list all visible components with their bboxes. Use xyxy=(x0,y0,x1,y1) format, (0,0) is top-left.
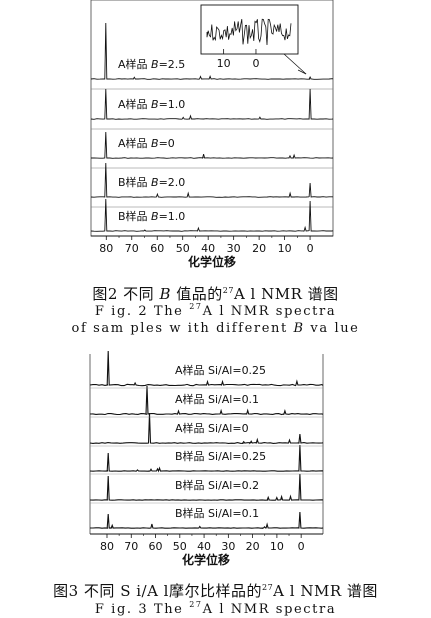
fig3-series-label: B样品 Si/Al=0.2 xyxy=(175,478,259,492)
fig2-inset-tick-label: 10 xyxy=(217,57,231,70)
fig3-x-tick-label: 30 xyxy=(221,540,235,553)
series-label-prefix: A样品 xyxy=(118,97,151,111)
fig3-x-tick-label: 50 xyxy=(173,540,187,553)
fig3-x-tick-label: 70 xyxy=(124,540,138,553)
series-label-prefix: A样品 xyxy=(118,136,151,150)
fig2-x-tick-label: 40 xyxy=(201,242,215,255)
fig2-spectrum-trace xyxy=(91,131,334,159)
figure-3-caption-zh: 图3 不同 S i/A l摩尔比样品的27A l NMR 谱图 xyxy=(53,582,378,600)
series-label-prefix: B样品 xyxy=(118,209,151,223)
fig2-x-tick-label: 60 xyxy=(150,242,164,255)
fig3-x-tick-label: 40 xyxy=(197,540,211,553)
fig3-series-label: B样品 Si/Al=0.1 xyxy=(175,506,259,520)
fig2-x-tick-label: 20 xyxy=(252,242,266,255)
fig3-spectrum-trace xyxy=(90,511,324,530)
series-label-value: =1.0 xyxy=(159,98,186,111)
fig2-inset-pointer xyxy=(283,53,307,75)
figure-2-caption-en-line1: F ig. 2 The 27A l NMR spectra xyxy=(94,302,337,319)
fig2-series-label: B样品 B=2.0 xyxy=(118,175,185,189)
figure-2-caption-zh: 图2 不同 B 值品的27A l NMR 谱图 xyxy=(92,285,339,303)
series-label-variable: B xyxy=(151,58,159,71)
series-label-value: =0 xyxy=(159,137,175,150)
fig2-spectrum-trace xyxy=(90,198,334,232)
fig2-spectrum-trace xyxy=(90,22,334,80)
series-label-value: =1.0 xyxy=(159,210,186,223)
fig2-x-tick-label: 70 xyxy=(125,242,139,255)
fig3-x-tick-label: 60 xyxy=(149,540,163,553)
series-label-variable: B xyxy=(151,98,159,111)
fig3-spectrum-trace xyxy=(89,412,324,445)
fig2-spectrum-trace xyxy=(90,162,334,198)
fig3-x-tick-label: 20 xyxy=(246,540,260,553)
fig2-series-label: A样品 B=1.0 xyxy=(118,97,185,111)
series-label-variable: B xyxy=(151,210,159,223)
fig3-series-label: A样品 Si/Al=0.25 xyxy=(175,363,266,377)
figure-2-caption-en-line2: of sam ples w ith different B va lue xyxy=(71,321,360,336)
figure-3-caption-en: F ig. 3 The 27A l NMR spectra xyxy=(94,600,337,617)
fig2-series-label: B样品 B=1.0 xyxy=(118,209,185,223)
fig3-series-label: B样品 Si/Al=0.25 xyxy=(175,449,266,463)
fig2-series-label: A样品 B=0 xyxy=(118,136,175,150)
fig2-inset-noise-trace xyxy=(206,18,292,46)
series-label-prefix: A样品 xyxy=(118,57,151,71)
fig2-x-tick-label: 0 xyxy=(307,242,314,255)
fig2-inset-tick-label: 0 xyxy=(252,57,259,70)
fig3-series-label: A样品 Si/Al=0.1 xyxy=(175,392,259,406)
fig3-spectrum-trace xyxy=(89,385,324,416)
series-label-variable: B xyxy=(151,137,159,150)
series-label-prefix: B样品 xyxy=(118,175,151,189)
fig2-x-tick-label: 30 xyxy=(227,242,241,255)
fig2-x-tick-label: 10 xyxy=(278,242,292,255)
fig3-x-axis-label: 化学位移 xyxy=(182,552,230,567)
fig3-spectrum-trace xyxy=(89,350,324,387)
fig3-x-tick-label: 10 xyxy=(270,540,284,553)
series-label-variable: B xyxy=(151,176,159,189)
fig3-spectrum-trace xyxy=(89,444,324,473)
fig2-x-tick-label: 80 xyxy=(99,242,113,255)
series-label-value: =2.0 xyxy=(159,176,186,189)
fig2-spectrum-trace xyxy=(90,88,334,120)
series-label-value: =2.5 xyxy=(159,58,186,71)
fig3-series-label: A样品 Si/Al=0 xyxy=(175,421,249,435)
fig2-series-label: A样品 B=2.5 xyxy=(118,57,185,71)
fig3-x-tick-label: 80 xyxy=(100,540,114,553)
fig3-x-tick-label: 0 xyxy=(298,540,305,553)
fig3-spectrum-trace xyxy=(89,473,324,501)
fig2-x-tick-label: 50 xyxy=(176,242,190,255)
fig2-x-axis-label: 化学位移 xyxy=(188,254,236,269)
fig2-inset-pointer-arrow xyxy=(297,69,307,75)
